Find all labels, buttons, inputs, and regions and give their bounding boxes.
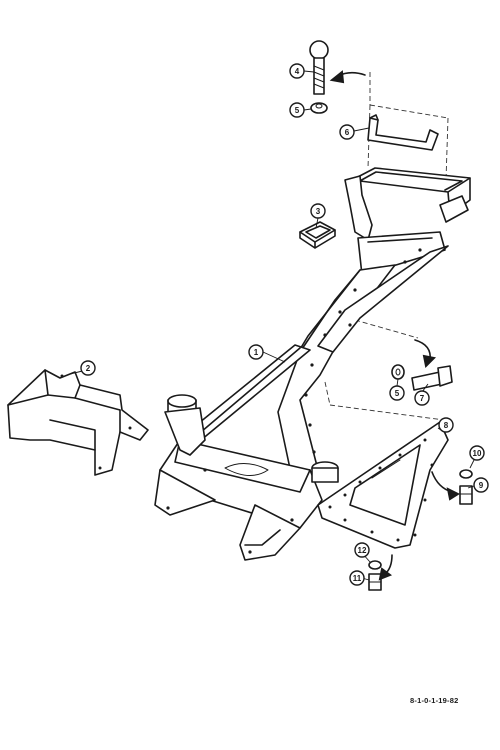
callout-label: 6 bbox=[345, 128, 350, 137]
callout-2: 2 bbox=[80, 360, 96, 376]
callout-label: 11 bbox=[353, 574, 362, 583]
rubber-pad bbox=[299, 221, 336, 249]
front-support-bracket bbox=[7, 369, 149, 476]
main-frame bbox=[154, 167, 471, 561]
top-nut bbox=[310, 102, 328, 114]
callout-label: 3 bbox=[316, 207, 321, 216]
callout-5-side: 5 bbox=[389, 385, 405, 401]
callout-label: 10 bbox=[473, 449, 482, 458]
callout-label: 9 bbox=[479, 481, 484, 490]
callout-label: 12 bbox=[358, 546, 367, 555]
callout-8: 8 bbox=[438, 417, 454, 433]
callout-5-top: 5 bbox=[289, 102, 305, 118]
callout-10: 10 bbox=[469, 445, 485, 461]
side-bolt bbox=[391, 364, 453, 391]
callout-3: 3 bbox=[310, 203, 326, 219]
callout-7: 7 bbox=[414, 390, 430, 406]
callout-label: 8 bbox=[444, 421, 449, 430]
top-bolt bbox=[309, 40, 329, 95]
assembly-arrows bbox=[329, 70, 461, 581]
callout-label: 2 bbox=[86, 364, 91, 373]
callout-4: 4 bbox=[289, 63, 305, 79]
callout-label: 7 bbox=[420, 394, 425, 403]
plate-bolt-lower bbox=[368, 560, 382, 591]
drawing-reference-code: 8-1-0-1-19-82 bbox=[410, 696, 459, 705]
callout-11: 11 bbox=[349, 570, 365, 586]
callout-6: 6 bbox=[339, 124, 355, 140]
u-bar bbox=[367, 114, 439, 151]
callout-label: 5 bbox=[395, 389, 400, 398]
callout-label: 1 bbox=[254, 348, 259, 357]
callout-9: 9 bbox=[473, 477, 489, 493]
callout-12: 12 bbox=[354, 542, 370, 558]
plate-bolt-right bbox=[459, 469, 473, 505]
callout-label: 5 bbox=[295, 106, 300, 115]
callout-1: 1 bbox=[248, 344, 264, 360]
callout-label: 4 bbox=[295, 67, 300, 76]
cover-plate bbox=[317, 421, 449, 549]
